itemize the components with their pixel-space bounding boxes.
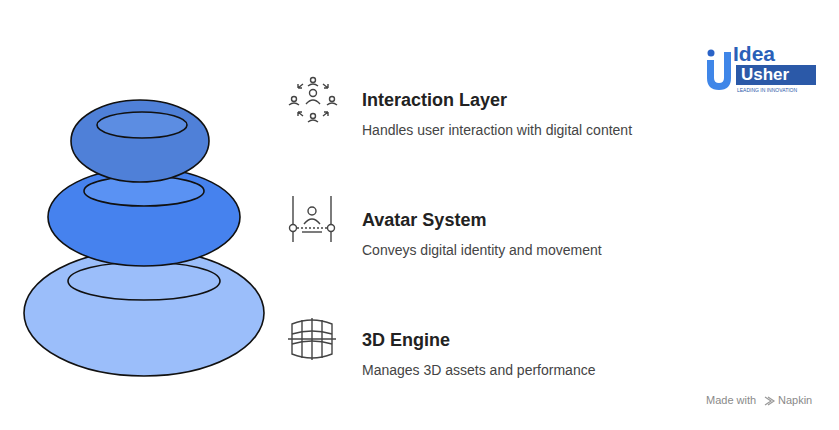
- watermark: Napkin: [778, 394, 812, 407]
- logo-word: Usher: [741, 65, 789, 85]
- bottom-torus: [24, 250, 264, 376]
- engine-item: 3D EngineManages 3D assets and performan…: [362, 329, 792, 379]
- napkin-icon: [765, 397, 774, 405]
- layer-heading: Avatar System: [362, 209, 792, 231]
- avatar-system-item: Avatar SystemConveys digital identity an…: [362, 209, 792, 259]
- engine-icon: [288, 318, 336, 360]
- logo-tagline: LEADING IN INNOVATION: [737, 87, 797, 93]
- layer-heading: 3D Engine: [362, 329, 792, 351]
- layer-heading: Interaction Layer: [362, 89, 792, 111]
- layer-description: Manages 3D assets and performance: [362, 361, 792, 379]
- layer-description: Conveys digital identity and movement: [362, 241, 792, 259]
- interaction-layer-item: Interaction LayerHandles user interactio…: [362, 89, 792, 139]
- avatar-icon: [290, 196, 335, 242]
- layer-description: Handles user interaction with digital co…: [362, 121, 792, 139]
- watermark: Made with: [706, 394, 756, 407]
- interaction-icon: [289, 78, 337, 123]
- logo-word: Idea: [733, 41, 775, 66]
- top-torus: [71, 100, 209, 182]
